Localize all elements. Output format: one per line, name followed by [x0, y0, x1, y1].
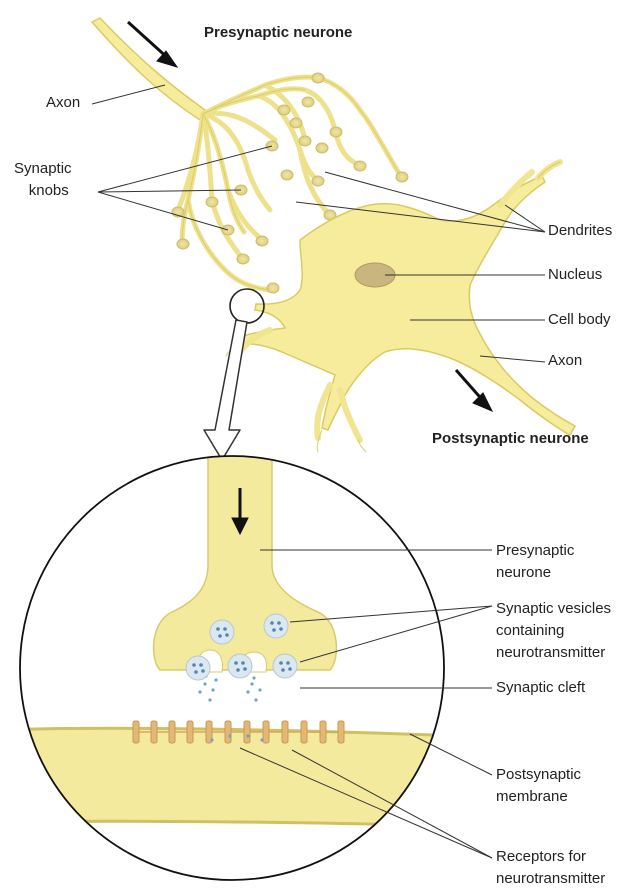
label-synaptic-vesicles: Synaptic vesicles containing neurotransm… — [496, 598, 611, 664]
neuron-illustration — [92, 18, 575, 460]
label-presynaptic-neurone: Presynaptic neurone — [496, 540, 574, 584]
presynaptic-neurone-title: Presynaptic neurone — [204, 22, 352, 44]
zoom-hollow-arrow — [204, 320, 247, 460]
label-nucleus: Nucleus — [548, 264, 602, 286]
label-postsynaptic-membrane: Postsynaptic membrane — [496, 764, 581, 808]
label-axon-top: Axon — [46, 92, 80, 114]
label-synaptic-knobs: Synaptic knobs — [14, 158, 72, 202]
label-receptors: Receptors for neurotransmitter — [496, 846, 605, 890]
presynaptic-axon — [92, 18, 205, 120]
label-axon-bottom: Axon — [548, 350, 582, 372]
synapse-zoom-view — [0, 440, 460, 884]
label-synaptic-cleft: Synaptic cleft — [496, 677, 585, 699]
postsynaptic-neurone-title: Postsynaptic neurone — [432, 428, 589, 450]
label-cell-body: Cell body — [548, 309, 611, 331]
label-dendrites: Dendrites — [548, 220, 612, 242]
